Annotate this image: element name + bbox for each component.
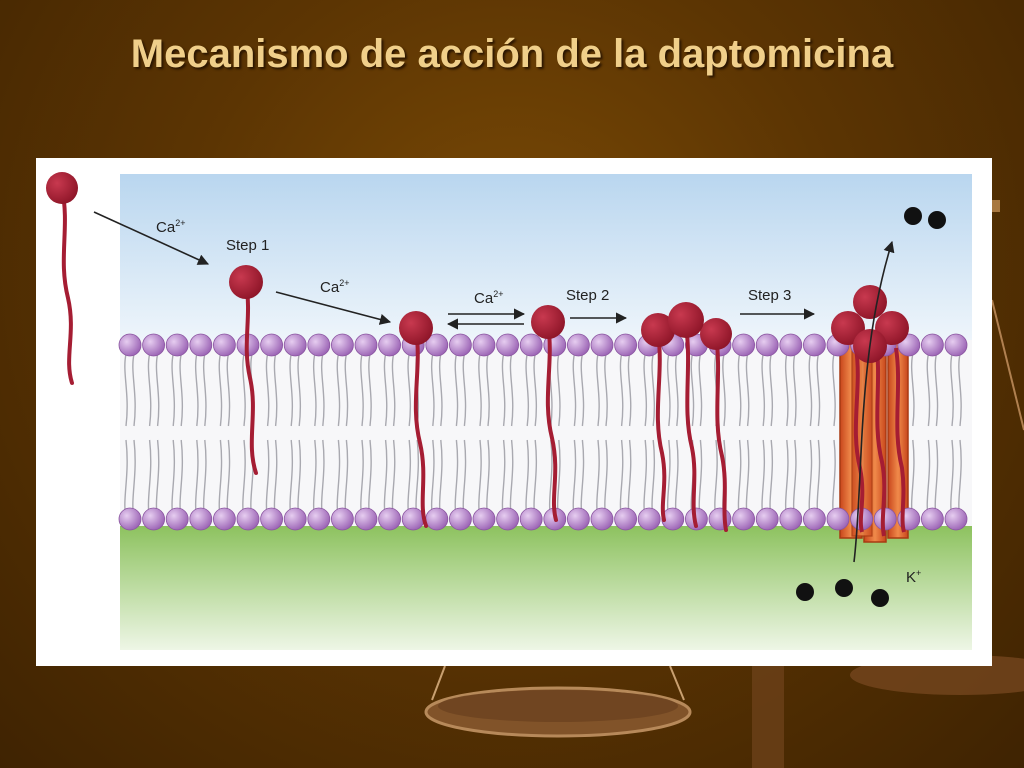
- daptomycin-free: [46, 172, 78, 385]
- daptomycin-oligomer: [641, 302, 732, 532]
- step3-label: Step 3: [748, 287, 791, 304]
- step2-label: Step 2: [566, 287, 609, 304]
- daptomycin-ca-bound: [229, 265, 263, 475]
- potassium-ions-inside: [796, 579, 889, 607]
- diagram-canvas: Ca2+ Step 1 Ca2+ Ca2+ Step 2 Step 3 K+: [46, 172, 972, 650]
- arrow-step1: [93, 211, 210, 265]
- arrow-potassium-efflux: [853, 240, 895, 563]
- arrow-ca-binding: [275, 291, 392, 325]
- daptomycin-inserted-2: [531, 305, 565, 522]
- potassium-ions-outside: [904, 207, 946, 229]
- daptomycin-inserted-1: [399, 311, 433, 528]
- membrane-core: [120, 340, 972, 526]
- ca-label-3: Ca2+: [474, 289, 503, 307]
- ca-label-1: Ca2+: [156, 218, 185, 236]
- k-label: K+: [906, 568, 921, 586]
- daptomycin-diagram: Ca2+ Step 1 Ca2+ Ca2+ Step 2 Step 3 K+: [36, 158, 992, 666]
- lipid-heads-inner-leaflet: [118, 507, 968, 531]
- slide-title: Mecanismo de acción de la daptomicina: [130, 32, 894, 76]
- ca-label-2: Ca2+: [320, 278, 349, 296]
- cytoplasm-region: [120, 526, 972, 650]
- step1-label: Step 1: [226, 237, 269, 254]
